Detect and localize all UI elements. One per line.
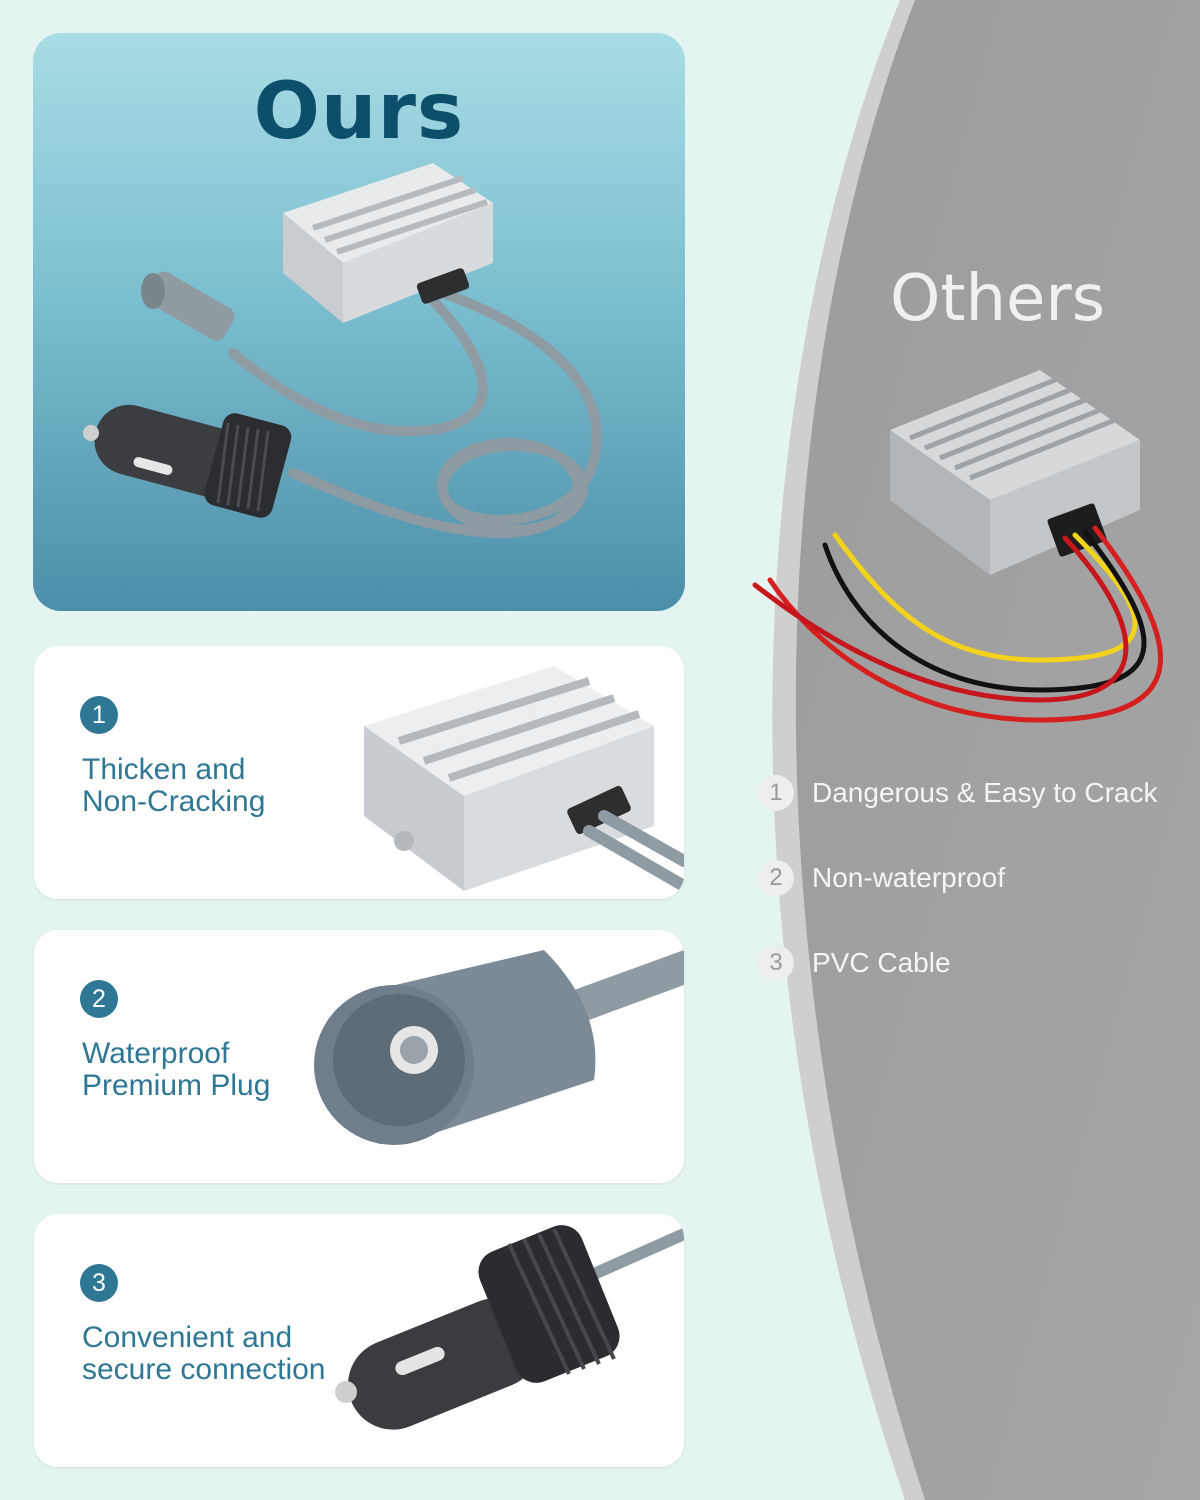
feature-line: Non-Cracking (82, 785, 266, 818)
feature-line: Thicken and (82, 753, 246, 786)
feature-line: secure connection (82, 1353, 326, 1386)
others-title: Others (890, 262, 1106, 336)
feature-card-thicken: 1 Thicken and Non-Cracking (34, 646, 684, 899)
ours-panel: Ours (33, 33, 685, 611)
feature-number-3: 3 (80, 1264, 118, 1302)
feature-line: Premium Plug (82, 1069, 271, 1102)
others-item-crack: 1 Dangerous & Easy to Crack (758, 774, 1158, 812)
others-converter-icon (752, 370, 1164, 723)
converter-product-icon (83, 163, 602, 539)
car-charger-icon (335, 1225, 684, 1430)
others-label-2: Non-waterproof (812, 862, 1005, 893)
feature-card-connection: 3 Convenient and secure connection (34, 1214, 684, 1467)
others-number-3: 3 (758, 945, 794, 981)
others-label-1: Dangerous & Easy to Crack (812, 777, 1158, 808)
feature-number-1: 1 (80, 696, 118, 734)
ours-title: Ours (253, 67, 465, 157)
feature-text-1: Thicken and Non-Cracking (82, 754, 402, 818)
feature-line: Waterproof (82, 1037, 230, 1070)
feature-number-2: 2 (80, 980, 118, 1018)
others-number-1: 1 (758, 775, 794, 811)
feature-line: Convenient and (82, 1321, 293, 1354)
dc-plug-icon (314, 950, 684, 1145)
others-number-2: 2 (758, 860, 794, 896)
converter-product-icon (364, 666, 684, 892)
others-label-3: PVC Cable (812, 947, 951, 978)
others-item-waterproof: 2 Non-waterproof (758, 859, 1005, 897)
feature-text-2: Waterproof Premium Plug (82, 1038, 402, 1102)
feature-card-waterproof: 2 Waterproof Premium Plug (34, 930, 684, 1183)
feature-text-3: Convenient and secure connection (82, 1322, 402, 1386)
others-item-pvc: 3 PVC Cable (758, 944, 951, 982)
